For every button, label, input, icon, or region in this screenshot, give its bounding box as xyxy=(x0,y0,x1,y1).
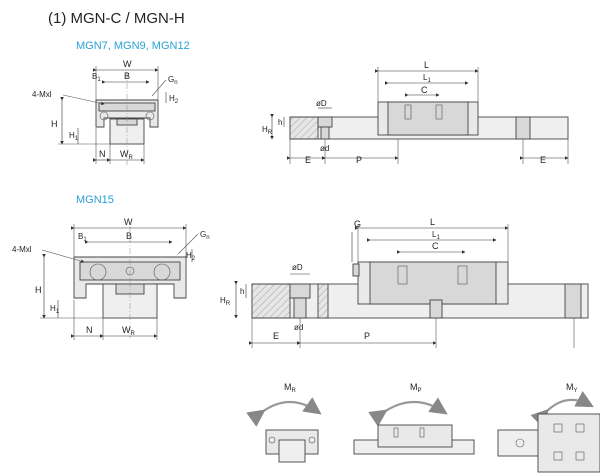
cross-section-large: W B B1 Gn H2 4-Mxl H H1 N WR xyxy=(12,217,210,340)
label-N: N xyxy=(99,149,106,159)
cross-section-small: W B B1 Gn 4-Mxl H2 H H1 N WR xyxy=(32,59,179,165)
label-H: H xyxy=(35,285,42,295)
block-bolt-1 xyxy=(404,104,412,120)
rail-bolt-far xyxy=(515,116,531,140)
label-4-Mxl: 4-Mxl xyxy=(32,90,52,99)
label-L: L xyxy=(424,60,429,70)
section-model-small: MGN7, MGN9, MGN12 xyxy=(76,40,190,52)
label-H: H xyxy=(51,119,58,129)
label-MR: MR xyxy=(284,382,297,394)
ball-right xyxy=(145,111,155,121)
label-4-Mxl: 4-Mxl xyxy=(12,245,32,254)
label-HR: HR xyxy=(220,296,231,307)
leader-Gn xyxy=(151,79,167,97)
label-HR: HR xyxy=(262,125,273,136)
block-MY xyxy=(537,413,600,473)
label-D: øD xyxy=(292,263,303,272)
rail-bolt-mid xyxy=(429,299,443,319)
rail-bolt-far xyxy=(564,283,582,319)
block-bolt-2 xyxy=(435,104,443,120)
label-B: B xyxy=(126,231,132,241)
rail-bolt-shank xyxy=(293,297,307,319)
label-d: ød xyxy=(294,323,303,332)
label-B1: B1 xyxy=(92,72,101,83)
block-MP xyxy=(377,424,453,448)
arrow-MP xyxy=(368,397,448,427)
label-Gn: Gn xyxy=(168,75,178,86)
label-E-right: E xyxy=(540,155,546,165)
arrow-MY xyxy=(530,390,594,428)
block-bolt-1 xyxy=(397,265,408,285)
leader-Gn xyxy=(177,233,199,255)
ball-left xyxy=(89,263,107,281)
label-h: h xyxy=(278,118,282,127)
label-N: N xyxy=(86,325,93,335)
side-view-large: L L1 C G øD HR h ød E P xyxy=(220,217,589,348)
grease-fitting xyxy=(352,263,360,277)
label-H1: H1 xyxy=(69,131,79,142)
block-bolt-2 xyxy=(457,265,468,285)
label-W: W xyxy=(124,217,133,227)
label-H1: H1 xyxy=(50,304,60,315)
label-h: h xyxy=(240,287,244,296)
ball-left xyxy=(99,111,109,121)
block-core xyxy=(369,261,497,305)
label-W: W xyxy=(123,59,132,69)
side-view-small: L L1 C øD HR h ød E P E xyxy=(262,60,569,165)
rail-MR xyxy=(278,439,306,463)
label-MP: MP xyxy=(410,382,422,394)
leader-4-Mxl xyxy=(41,249,85,263)
rail-section-hatch xyxy=(251,283,291,319)
label-C: C xyxy=(421,85,428,95)
rail-section-hatch xyxy=(289,116,319,140)
label-WR: WR xyxy=(120,149,134,161)
rail-bolt-shank xyxy=(320,126,330,140)
label-H2: H2 xyxy=(169,94,179,105)
label-P: P xyxy=(364,331,370,341)
ball-right xyxy=(153,263,171,281)
rail-section-hatch-2 xyxy=(317,283,329,319)
rail-bolt-head xyxy=(317,116,333,128)
label-G: G xyxy=(354,219,361,229)
label-B: B xyxy=(124,71,130,81)
arrow-MR xyxy=(246,397,322,427)
label-E-left: E xyxy=(305,155,311,165)
label-L: L xyxy=(430,217,435,227)
label-P: P xyxy=(356,155,362,165)
label-WR: WR xyxy=(122,325,136,337)
section-model-large: MGN15 xyxy=(76,194,114,206)
label-B1: B1 xyxy=(78,232,87,243)
block-core xyxy=(387,101,469,136)
moment-MR: MR xyxy=(246,382,322,463)
page-title: (1) MGN-C / MGN-H xyxy=(48,10,185,27)
label-L1: L1 xyxy=(432,230,440,241)
rail-bolt-head xyxy=(289,283,311,299)
label-D: øD xyxy=(316,99,327,108)
label-Gn: Gn xyxy=(200,230,210,241)
moment-MY: MY xyxy=(497,382,600,473)
label-MY: MY xyxy=(566,382,578,394)
label-E: E xyxy=(273,331,279,341)
label-C: C xyxy=(432,241,439,251)
label-d: ød xyxy=(320,144,329,153)
label-H2: H2 xyxy=(186,251,196,262)
leader-4-Mxl xyxy=(62,94,105,106)
moment-MP: MP xyxy=(353,382,475,455)
label-L1: L1 xyxy=(423,73,431,84)
